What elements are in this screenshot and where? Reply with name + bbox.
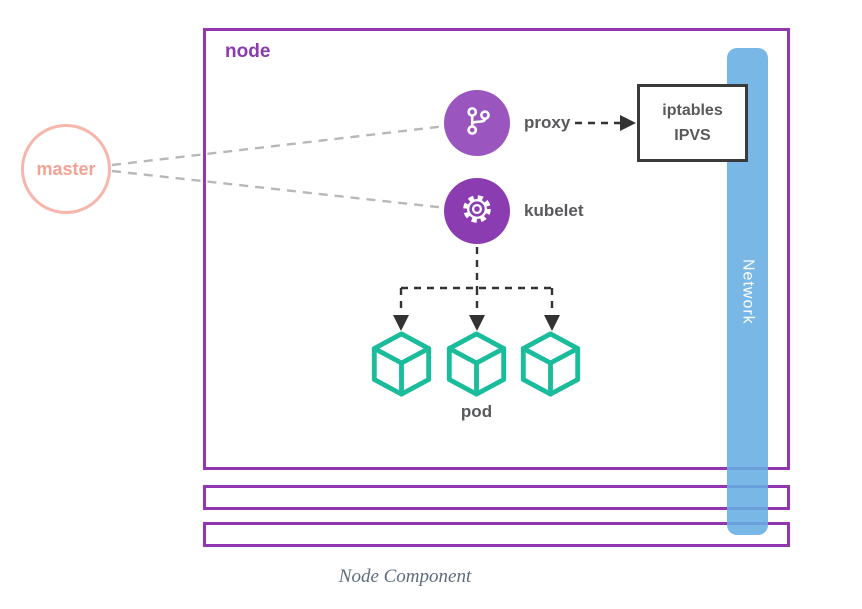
kubelet-circle bbox=[444, 178, 510, 244]
node-title: node bbox=[225, 41, 271, 62]
kubelet-label: kubelet bbox=[524, 201, 584, 220]
diagram-caption: Node Component bbox=[338, 566, 472, 587]
proxy-circle bbox=[444, 90, 510, 156]
pod-label: pod bbox=[460, 402, 493, 421]
proxy-label: proxy bbox=[524, 113, 571, 132]
pod-cube bbox=[445, 330, 508, 398]
node-box: node bbox=[203, 28, 790, 470]
ipvs-label: IPVS bbox=[674, 127, 711, 144]
master-label: master bbox=[36, 158, 96, 179]
master-node: master bbox=[21, 124, 111, 214]
pod-cube bbox=[519, 330, 582, 398]
iptables-label: iptables bbox=[662, 102, 723, 119]
node-stack-row bbox=[203, 522, 790, 547]
cube-icon bbox=[446, 331, 507, 397]
iptables-box: iptables IPVS bbox=[637, 84, 748, 162]
cube-icon bbox=[520, 331, 581, 397]
gear-icon bbox=[459, 191, 495, 232]
network-label: Network bbox=[739, 258, 757, 325]
git-branch-icon bbox=[460, 104, 494, 143]
pod-cube bbox=[370, 330, 433, 398]
node-stack-row bbox=[203, 485, 790, 510]
cube-icon bbox=[371, 331, 432, 397]
